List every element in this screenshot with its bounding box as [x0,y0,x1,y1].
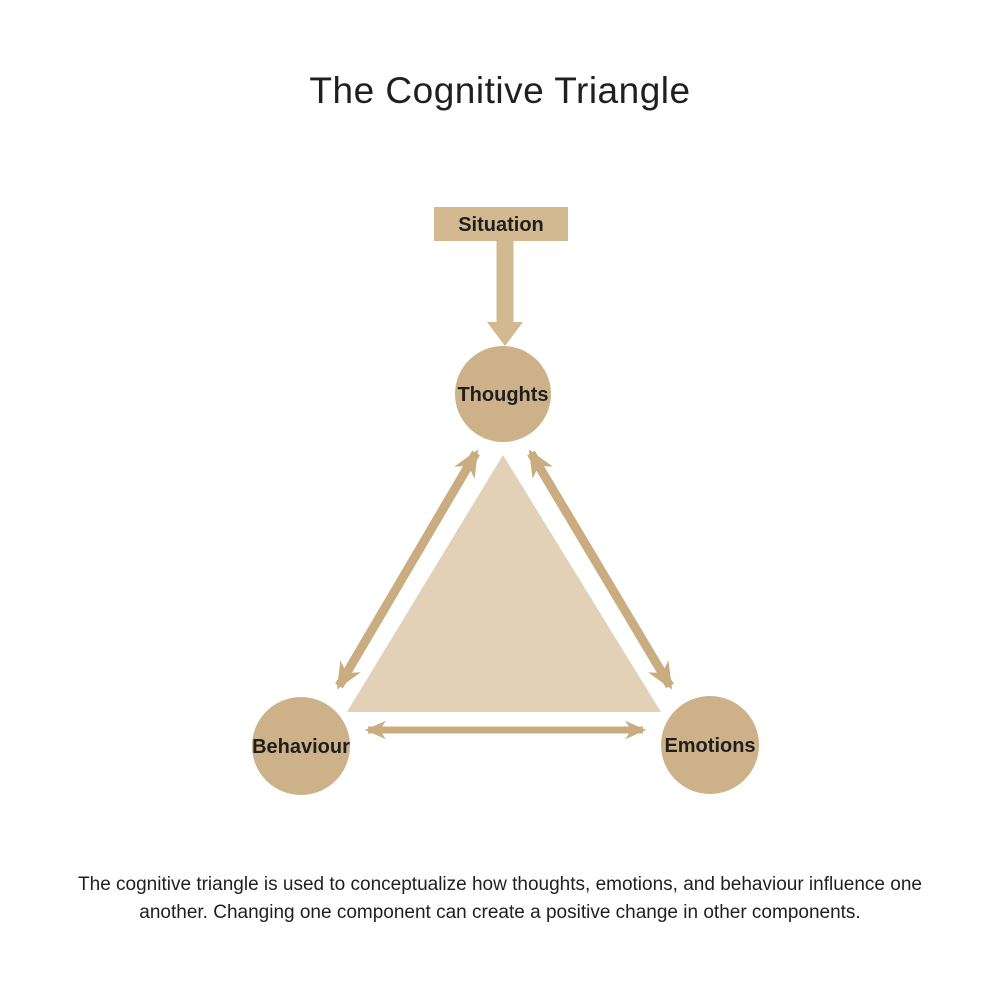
caption-line-1: The cognitive triangle is used to concep… [78,874,922,895]
thoughts-label: Thoughts [457,384,548,406]
situation-box: Situation [434,207,568,241]
caption-line-2: another. Changing one component can crea… [139,902,861,923]
cognitive-triangle-diagram: Situation Thoughts Behaviour Emotions [252,207,759,795]
node-thoughts: Thoughts [455,346,551,442]
emotions-label: Emotions [664,735,755,757]
arrow-thoughts-behaviour [335,449,480,690]
node-behaviour: Behaviour [252,697,350,795]
behaviour-label: Behaviour [252,736,350,758]
caption: The cognitive triangle is used to concep… [0,871,1000,927]
node-emotions: Emotions [661,696,759,794]
behaviour-circle [252,697,350,795]
situation-box-shape [434,207,568,241]
situation-to-thoughts-arrow [487,241,523,346]
thoughts-circle [455,346,551,442]
situation-box-label: Situation [458,214,544,236]
emotions-circle [661,696,759,794]
arrow-thoughts-emotions [527,449,674,690]
page-title: The Cognitive Triangle [309,70,691,111]
